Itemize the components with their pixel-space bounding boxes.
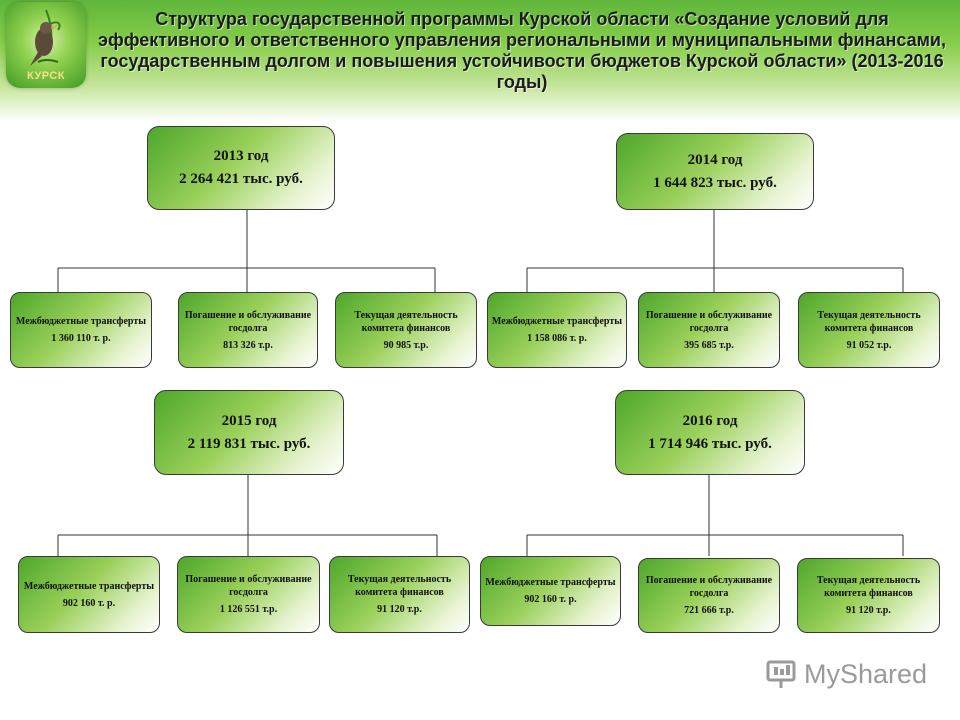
year-label: 2013 год xyxy=(213,148,269,164)
item-value: 91 052 т.р. xyxy=(846,339,892,351)
year-2016-finance-committee: Текущая деятельность комитета финансов 9… xyxy=(797,558,940,633)
item-value: 395 685 т.р. xyxy=(684,339,734,351)
year-2016-debt: Погашение и обслуживание госдолга 721 66… xyxy=(638,558,780,633)
year-label: 2016 год xyxy=(682,412,738,429)
item-label: Погашение и обслуживание госдолга xyxy=(185,574,312,598)
kursk-logo: КУРСК xyxy=(6,2,86,88)
year-2016-transfers: Межбюджетные трансферты 902 160 т. р. xyxy=(480,556,621,626)
item-value: 721 666 т.р. xyxy=(684,605,734,616)
year-2016-box: 2016 год 1 714 946 тыс. руб. xyxy=(615,390,805,475)
item-label: Межбюджетные трансферты xyxy=(485,577,616,588)
item-value: 1 360 110 т. р. xyxy=(51,333,111,344)
logo-text: КУРСК xyxy=(26,70,66,82)
year-total: 2 119 831 тыс. руб. xyxy=(187,435,311,452)
year-2014-transfers: Межбюджетные трансферты 1 158 086 т. р. xyxy=(487,292,627,368)
year-total: 1 714 946 тыс. руб. xyxy=(648,435,772,452)
item-value: 91 120 т.р. xyxy=(377,604,422,615)
item-value: 902 160 т. р. xyxy=(524,594,577,605)
page-title: Структура государственной программы Курс… xyxy=(98,9,946,92)
year-2015-transfers: Межбюджетные трансферты 902 160 т. р. xyxy=(18,556,160,633)
item-label: Межбюджетные трансферты xyxy=(491,316,623,327)
watermark-text: MyShared xyxy=(804,658,928,689)
year-2015-box: 2015 год 2 119 831 тыс. руб. xyxy=(154,390,344,475)
year-2015-finance-committee: Текущая деятельность комитета финансов 9… xyxy=(329,556,470,633)
item-value: 813 326 т.р. xyxy=(223,339,273,351)
year-2014-debt: Погашение и обслуживание госдолга 395 68… xyxy=(638,292,780,368)
year-2013-transfers: Межбюджетные трансферты 1 360 110 т. р. xyxy=(10,292,152,368)
item-label: Текущая деятельность комитета финансов xyxy=(816,575,921,599)
item-value: 902 160 т. р. xyxy=(62,597,116,609)
year-2013-debt: Погашение и обслуживание госдолга 813 32… xyxy=(178,292,318,368)
nightingale-icon xyxy=(30,9,61,66)
year-2013-box: 2013 год 2 264 421 тыс. руб. xyxy=(147,126,335,210)
item-label: Межбюджетные трансферты xyxy=(23,580,155,592)
item-label: Текущая деятельность комитета финансов xyxy=(347,574,452,598)
item-value: 1 158 086 т. р. xyxy=(527,333,587,344)
item-value: 90 985 т.р. xyxy=(383,339,429,351)
item-label: Погашение и обслуживание госдолга xyxy=(645,575,773,599)
year-2013-finance-committee: Текущая деятельность комитета финансов 9… xyxy=(335,292,477,368)
item-label: Текущая деятельность комитета финансов xyxy=(354,309,458,334)
year-total: 1 644 823 тыс. руб. xyxy=(653,174,777,191)
myshared-watermark: MyShared xyxy=(766,656,927,692)
item-value: 1 126 551 т.р. xyxy=(219,604,278,615)
presentation-icon xyxy=(766,660,796,688)
year-label: 2014 год xyxy=(687,151,743,168)
year-2014-finance-committee: Текущая деятельность комитета финансов 9… xyxy=(798,292,940,368)
year-total: 2 264 421 тыс. руб. xyxy=(179,171,303,187)
year-2015-debt: Погашение и обслуживание госдолга 1 126 … xyxy=(177,556,320,633)
item-label: Погашение и обслуживание госдолга xyxy=(645,309,773,334)
header-banner: КУРСК Структура государственной программ… xyxy=(0,0,960,122)
year-2014-box: 2014 год 1 644 823 тыс. руб. xyxy=(616,133,814,210)
item-value: 91 120 т.р. xyxy=(846,605,891,616)
year-label: 2015 год xyxy=(221,412,277,429)
item-label: Погашение и обслуживание госдолга xyxy=(184,309,312,334)
item-label: Текущая деятельность комитета финансов xyxy=(817,309,921,334)
item-label: Межбюджетные трансферты xyxy=(15,316,147,327)
